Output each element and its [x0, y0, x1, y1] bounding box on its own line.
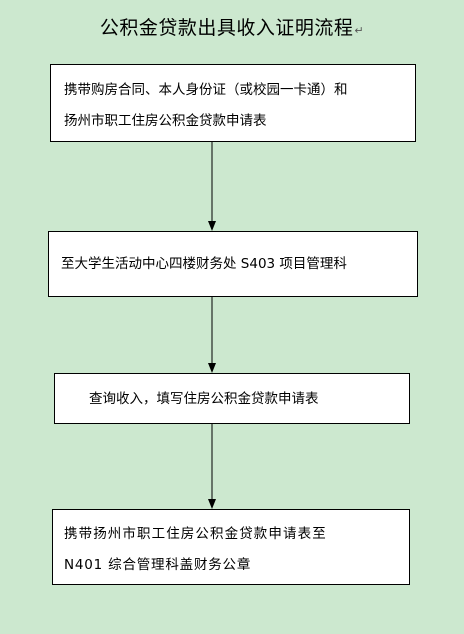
- step-1-line-1: 携带购房合同、本人身份证（或校园一卡通）和: [64, 82, 348, 98]
- step-4-box: 携带扬州市职工住房公积金贷款申请表至 N401 综合管理科盖财务公章: [52, 509, 410, 585]
- step-4-line-1: 携带扬州市职工住房公积金贷款申请表至: [64, 526, 327, 542]
- paragraph-mark: ↵: [354, 24, 365, 37]
- step-3-line-1: 查询收入，填写住房公积金贷款申请表: [89, 391, 319, 407]
- step-2-line-1: 至大学生活动中心四楼财务处 S403 项目管理科: [61, 256, 347, 272]
- arrow-1-to-2: [207, 142, 217, 231]
- arrow-2-to-3: [207, 297, 217, 373]
- arrow-3-to-4: [207, 424, 217, 509]
- step-2-box: 至大学生活动中心四楼财务处 S403 项目管理科: [48, 231, 418, 297]
- step-1-box: 携带购房合同、本人身份证（或校园一卡通）和 扬州市职工住房公积金贷款申请表: [50, 64, 416, 142]
- step-4-line-2: N401 综合管理科盖财务公章: [64, 557, 252, 573]
- step-1-line-2: 扬州市职工住房公积金贷款申请表: [64, 113, 267, 129]
- page-title: 公积金贷款出具收入证明流程↵: [0, 16, 464, 43]
- title-text: 公积金贷款出具收入证明流程: [99, 17, 354, 39]
- step-3-box: 查询收入，填写住房公积金贷款申请表: [54, 373, 410, 424]
